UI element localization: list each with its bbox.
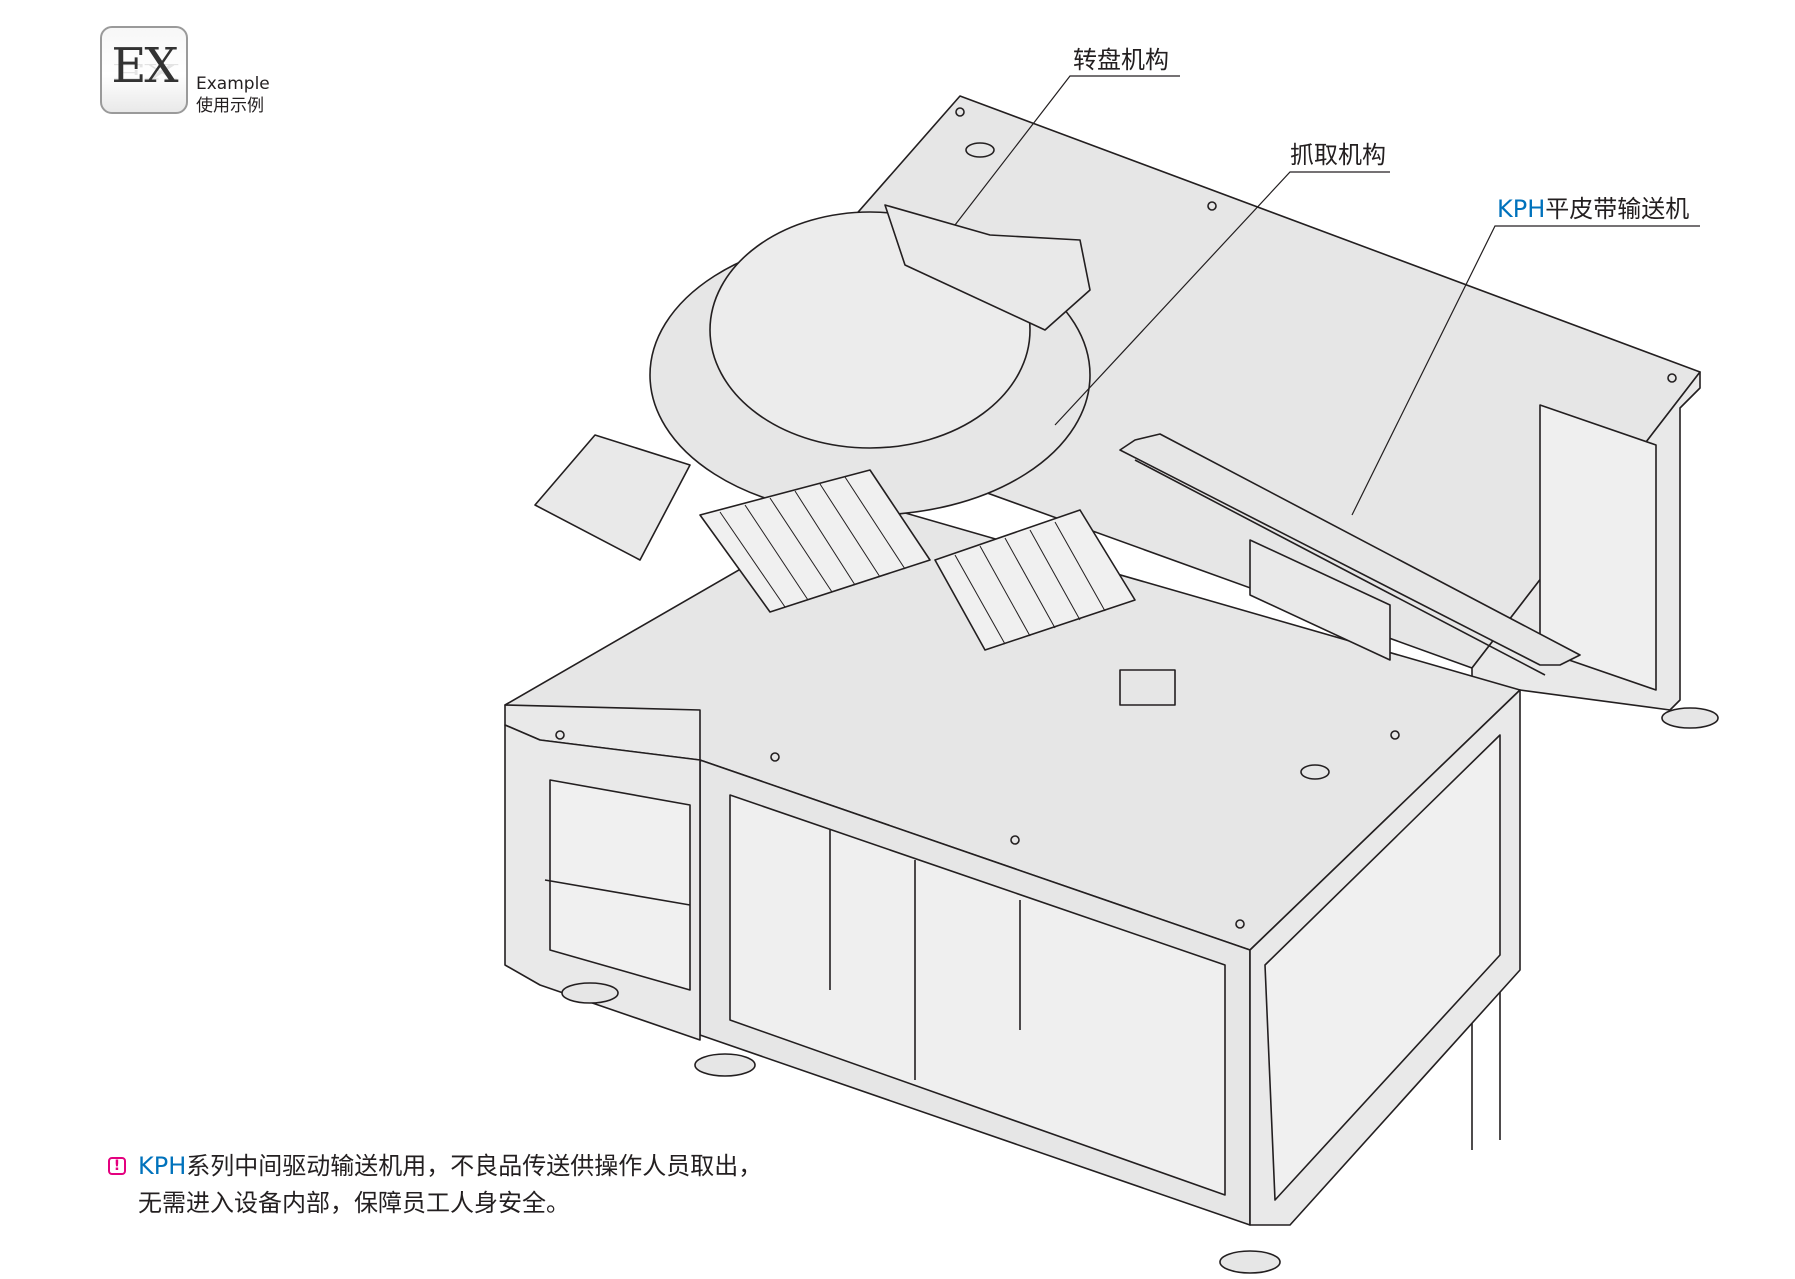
note-line-2: 无需进入设备内部，保障员工人身安全。: [138, 1189, 570, 1217]
foot-right-front: [1219, 1250, 1281, 1274]
callout-conveyor-text: 平皮带输送机: [1545, 195, 1690, 223]
note-line-1: KPH系列中间驱动输送机用，不良品传送供操作人员取出，: [138, 1148, 762, 1185]
note-brand: KPH: [138, 1152, 187, 1180]
feeder-chute: [534, 434, 691, 561]
foot-front: [694, 1053, 756, 1077]
callout-conveyor-brand: KPH: [1497, 195, 1546, 223]
exclamation-icon: !: [108, 1157, 126, 1175]
left-tray: [699, 469, 931, 613]
foot-right-rear: [1661, 707, 1719, 729]
badge-letters: EX: [111, 38, 178, 94]
callout-conveyor: KPH平皮带输送机: [1497, 197, 1689, 221]
leader-gripper: [1054, 171, 1390, 426]
rear-frame-panel: [1539, 404, 1657, 691]
example-badge: EX EX: [100, 26, 188, 114]
example-label-en: Example: [196, 74, 270, 94]
note-line-1-text: 系列中间驱动输送机用，不良品传送供操作人员取出，: [186, 1152, 763, 1180]
example-label-cn: 使用示例: [196, 96, 264, 116]
belt-conveyor: [1119, 433, 1581, 666]
callout-turntable: 转盘机构: [1073, 46, 1169, 74]
foot-left: [561, 982, 619, 1004]
leader-conveyor: [1351, 225, 1700, 516]
right-tray: [934, 509, 1136, 651]
cabinet-opening: [729, 794, 1226, 1196]
callout-gripper: 抓取机构: [1290, 141, 1386, 169]
motor: [1119, 669, 1176, 706]
gripper-mechanism: [884, 204, 1091, 331]
leader-turntable: [954, 75, 1180, 226]
